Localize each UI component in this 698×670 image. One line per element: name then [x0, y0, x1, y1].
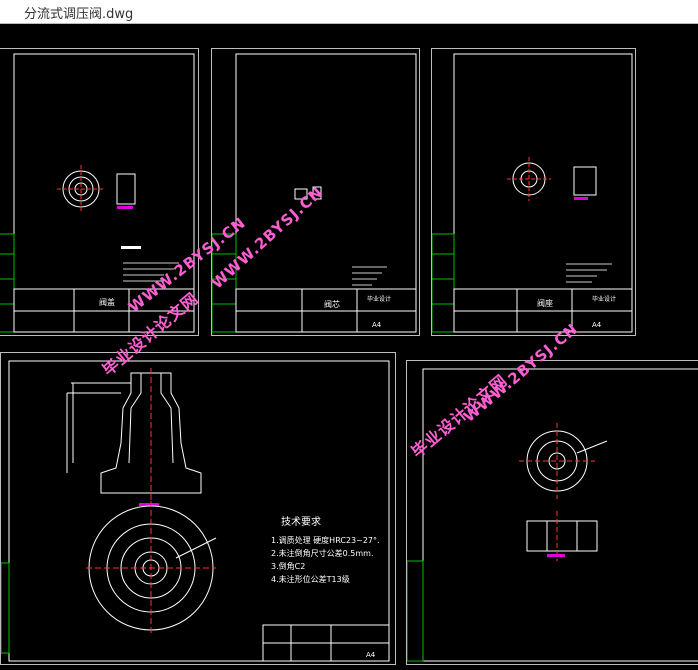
sheet-1-graphics: 阀盖: [0, 53, 195, 333]
sheet-5-graphics: [406, 368, 698, 662]
sheet-3-frame: [453, 53, 633, 333]
sheet-3-section: [573, 166, 597, 196]
drawing-sheet-1[interactable]: 阀盖: [0, 48, 199, 336]
sheet-3-title: 阀座: [537, 298, 553, 308]
sheet-4-frame: [8, 360, 390, 662]
sheet-4-graphics: 技术要求 1.调质处理 硬度HRC23~27°. 2.未注倒角尺寸公差0.5mm…: [0, 360, 390, 662]
sheet-5-left-strip: [406, 560, 424, 662]
sheet-3-graphics: 阀座 毕业设计 A4: [431, 53, 633, 333]
sheet-2-size: A4: [372, 321, 382, 329]
sheet-3-left-strip: [431, 233, 455, 333]
sheet-2-frame: [235, 53, 417, 333]
sheet-1-section: [116, 173, 136, 205]
sheet-2-graphics: 阀芯 毕业设计 A4: [211, 53, 417, 333]
sheet-2-left-strip: [211, 233, 237, 333]
sheet-4-label-mark: [139, 503, 159, 506]
sheet-4-tech-item-4: 4.未注形位公差T13级: [271, 574, 350, 584]
sheet-4-front-view: [66, 368, 202, 503]
sheet-3-school: 毕业设计: [592, 295, 616, 303]
window-title: 分流式调压阀.dwg: [24, 7, 134, 22]
sheet-4-size: A4: [366, 651, 376, 659]
sheet-5-top-view: [519, 423, 608, 499]
sheet-3-size: A4: [592, 321, 602, 329]
sheet-4-tech-item-2: 2.未注倒角尺寸公差0.5mm.: [271, 548, 373, 558]
sheet-2-school: 毕业设计: [367, 295, 391, 303]
drawing-sheet-4[interactable]: 技术要求 1.调质处理 硬度HRC23~27°. 2.未注倒角尺寸公差0.5mm…: [0, 352, 396, 665]
drawing-sheet-2[interactable]: 阀芯 毕业设计 A4: [211, 48, 420, 336]
sheet-5-frame: [422, 368, 698, 662]
sheet-4-tech-item-1: 1.调质处理 硬度HRC23~27°.: [271, 535, 380, 545]
sheet-4-tech-title: 技术要求: [281, 515, 321, 528]
sheet-4-top-view: [86, 501, 217, 635]
window-titlebar: 分流式调压阀.dwg: [0, 0, 698, 24]
sheet-1-label-mark: [117, 206, 133, 209]
sheet-1-left-strip: [0, 233, 15, 333]
sheet-4-left-strip: [0, 562, 10, 654]
drawing-sheet-5[interactable]: [406, 360, 698, 665]
drawing-sheet-3[interactable]: 阀座 毕业设计 A4: [431, 48, 636, 336]
drawing-canvas[interactable]: 阀盖 阀芯 毕业设计 A4: [0, 24, 698, 669]
sheet-4-tech-item-3: 3.倒角C2: [271, 561, 305, 571]
sheet-2-title: 阀芯: [324, 299, 340, 309]
sheet-1-title: 阀盖: [99, 297, 115, 307]
sheet-5-section-view: [526, 511, 598, 561]
